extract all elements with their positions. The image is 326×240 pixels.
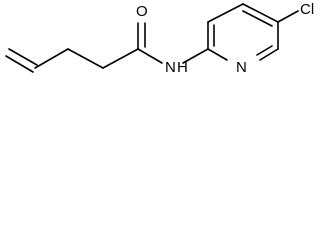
chain-bond-1	[34, 48, 69, 69]
vinyl-double-bond	[5, 48, 38, 73]
carbonyl-double-bond	[137, 22, 146, 50]
pyridine-ring	[207, 3, 279, 61]
amide-bond	[137, 48, 163, 64]
amide-nitrogen-label: N	[165, 59, 176, 76]
chain-bond-2	[67, 48, 104, 69]
oxygen-atom-label: O	[136, 3, 148, 20]
n-to-ring-bond	[182, 48, 209, 64]
chlorine-atom-label: Cl	[300, 1, 314, 18]
amide-hydrogen-label: H	[177, 59, 188, 76]
chain-bond-3	[102, 48, 139, 69]
chemical-structure-diagram: O N H N Cl	[5, 1, 314, 76]
pyridine-nitrogen-label: N	[236, 59, 247, 76]
chlorine-bond	[277, 10, 299, 23]
